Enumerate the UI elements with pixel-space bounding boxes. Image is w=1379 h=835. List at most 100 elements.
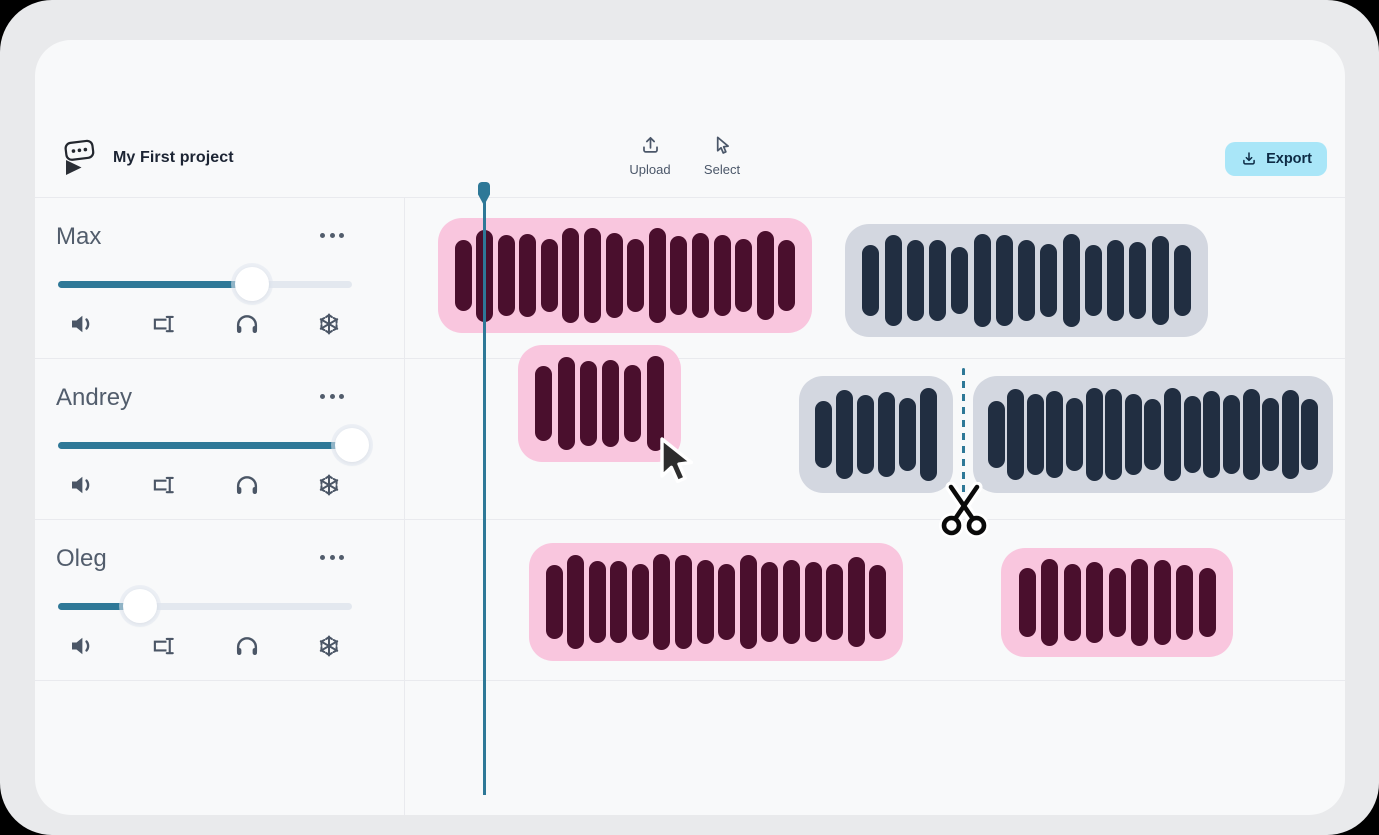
slider-thumb[interactable] [123,589,158,623]
volume-icon[interactable] [67,309,97,339]
waveform-bar [804,561,822,643]
sidebar-divider [404,197,405,815]
track-menu-button[interactable] [320,394,344,399]
waveform-bar [1164,387,1182,482]
waveform-bar [557,356,575,451]
project-title: My First project [113,149,234,166]
waveform-bar [1085,387,1103,482]
waveform-bar [1063,564,1081,641]
waveform-bar [540,238,558,313]
waveform-bar [1018,567,1036,638]
audio-clip-oleg-1[interactable] [529,543,903,661]
waveform-bar [1046,391,1064,478]
waveform-bar [1066,398,1084,471]
waveform-bar [857,394,874,475]
waveform-bar [862,245,880,316]
volume-slider[interactable] [58,589,352,623]
waveform-bar [1281,390,1299,479]
track-menu-button[interactable] [320,555,344,560]
waveform-bar [1242,388,1260,481]
headphones-icon[interactable] [232,309,262,339]
waveform-bar [1107,239,1124,322]
waveform-bar [1086,562,1103,643]
waveform-bar [1262,398,1280,471]
scissors-icon [939,482,989,538]
headphones-icon[interactable] [232,470,262,500]
slider-thumb[interactable] [235,267,270,301]
waveform-bar [670,236,688,315]
export-label: Export [1266,151,1312,167]
freeze-icon[interactable] [314,470,344,500]
header-divider [35,197,1345,198]
track-menu-button[interactable] [320,233,344,238]
upload-button[interactable]: Upload [623,134,677,177]
app-logo-area: My First project [59,136,234,180]
waveform-bar [836,390,853,479]
trim-icon[interactable] [149,631,179,661]
waveform-bar [605,232,623,319]
playhead-handle[interactable] [476,181,492,207]
volume-slider[interactable] [58,267,352,301]
waveform-bar [624,364,642,443]
waveform-bar [545,565,563,639]
app-window: My First project Upload Select [35,40,1345,815]
waveform-bar [588,560,606,644]
track-controls [67,631,344,661]
waveform-bar [713,235,731,316]
cut-line [961,368,965,498]
track-name: Oleg [56,545,107,572]
waveform-bar [1040,244,1058,317]
mouse-cursor-icon [660,437,694,484]
track-controls [67,309,344,339]
waveform-bar [1131,558,1148,647]
volume-icon[interactable] [67,631,97,661]
select-cursor-icon [716,136,729,154]
waveform-bar [1173,245,1191,316]
waveform-bar [884,235,902,326]
waveform-bar [627,238,645,313]
waveform-bar [1124,393,1142,476]
waveform-bar [696,559,714,645]
freeze-icon[interactable] [314,309,344,339]
freeze-icon[interactable] [314,631,344,661]
row-divider [35,519,1345,520]
export-button[interactable]: Export [1225,142,1327,176]
trim-icon[interactable] [149,470,179,500]
playhead-line[interactable] [482,195,486,795]
waveform-bar [1041,558,1058,647]
row-divider [35,680,1345,681]
audio-clip-andrey-3[interactable] [973,376,1333,493]
waveform-bar [987,400,1005,469]
waveform-bar [1084,245,1102,316]
audio-clip-andrey-2[interactable] [799,376,953,493]
waveform-bar [920,387,937,482]
volume-slider[interactable] [58,428,369,462]
select-label: Select [703,162,741,177]
audio-clip-oleg-2[interactable] [1001,548,1233,657]
audio-clip-max-1[interactable] [438,218,812,333]
waveform-bar [782,559,800,645]
waveform-bar [878,392,895,477]
waveform-bar [1176,565,1193,640]
waveform-bar [602,360,620,447]
download-icon [1243,152,1255,165]
audio-clip-max-2[interactable] [845,224,1208,337]
slider-thumb[interactable] [335,428,369,462]
trim-icon[interactable] [149,309,179,339]
waveform-bar [778,239,796,312]
audio-clip-andrey-1[interactable] [518,345,681,462]
upload-icon [642,136,658,153]
waveform-bar [739,554,757,650]
select-button[interactable]: Select [695,134,749,177]
headphones-icon[interactable] [232,631,262,661]
volume-icon[interactable] [67,470,97,500]
waveform-bar [567,554,585,650]
timeline-canvas [35,40,1345,815]
waveform-bar [646,355,664,452]
waveform-bar [497,235,515,316]
waveform-bar [1198,567,1216,638]
waveform-bar [691,232,709,319]
track-controls [67,470,344,500]
waveform-bar [1108,567,1126,638]
